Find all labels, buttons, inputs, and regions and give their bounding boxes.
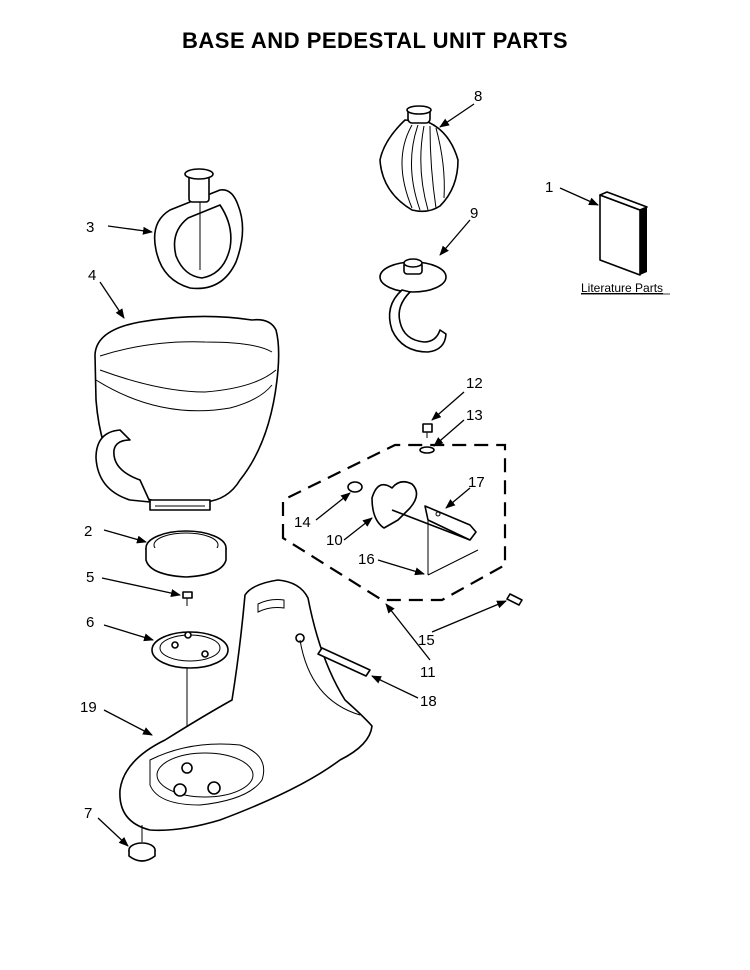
leader-arrows [97, 103, 599, 847]
hinge-pin [317, 647, 371, 677]
callout-11: 11 [420, 664, 436, 681]
flat-beater [153, 168, 244, 290]
callout-8: 8 [474, 88, 482, 105]
hinge-assembly-parts [347, 423, 523, 606]
callout-4: 4 [88, 267, 96, 284]
clamping-plate [145, 530, 227, 578]
callout-1: 1 [545, 179, 553, 196]
callout-3: 3 [86, 219, 94, 236]
pedestal-base [119, 579, 373, 832]
callout-17: 17 [468, 474, 485, 491]
wire-whip [379, 105, 459, 213]
callout-15: 15 [418, 632, 435, 649]
callout-18: 18 [420, 693, 437, 710]
hinge-assembly-outline [281, 443, 507, 602]
callout-14: 14 [294, 514, 311, 531]
dough-hook [379, 258, 447, 353]
callout-12: 12 [466, 375, 483, 392]
screw [182, 591, 193, 606]
callout-5: 5 [86, 569, 94, 586]
callout-9: 9 [470, 205, 478, 222]
rubber-foot [128, 825, 156, 862]
callout-19: 19 [80, 699, 97, 716]
literature-booklet [599, 191, 648, 276]
callout-7: 7 [84, 805, 92, 822]
callout-2: 2 [84, 523, 92, 540]
page-title: BASE AND PEDESTAL UNIT PARTS [182, 28, 568, 53]
callout-16: 16 [358, 551, 375, 568]
base-plate [151, 631, 229, 669]
callout-10: 10 [326, 532, 343, 549]
mixing-bowl [94, 315, 280, 511]
callout-6: 6 [86, 614, 94, 631]
callout-13: 13 [466, 407, 483, 424]
literature-parts-label: Literature Parts [581, 281, 663, 295]
